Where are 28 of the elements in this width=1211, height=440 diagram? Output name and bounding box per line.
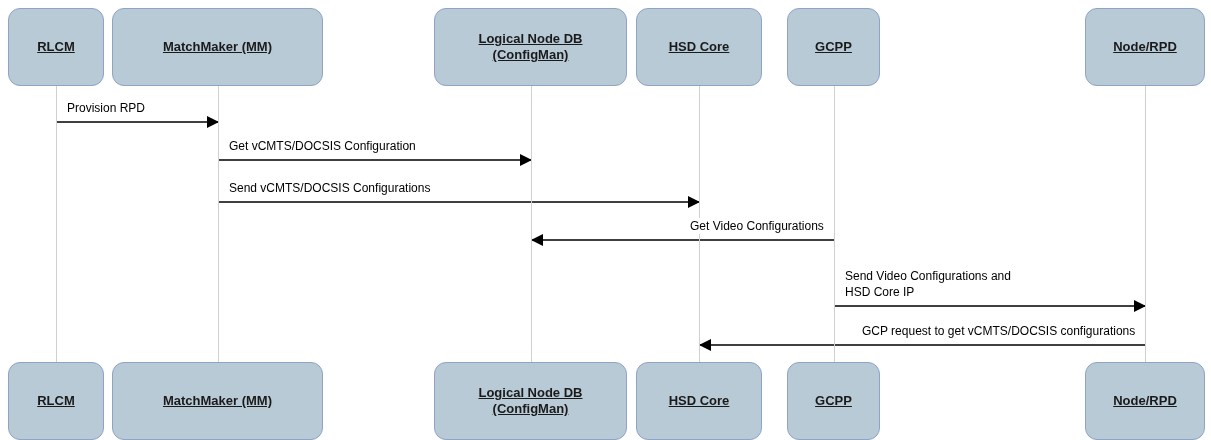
message-arrow: [530, 234, 836, 246]
message-label: Send vCMTS/DOCSIS Configurations: [228, 180, 432, 196]
message-arrow: [698, 339, 1147, 351]
participant-box: RLCM: [8, 362, 104, 440]
lifeline: [834, 86, 835, 362]
participant-box: GCPP: [787, 362, 880, 440]
lifeline: [56, 86, 57, 362]
message-label: GCP request to get vCMTS/DOCSIS configurations: [861, 323, 1137, 339]
message-arrow: [55, 116, 220, 128]
lifeline: [699, 86, 700, 362]
participant-box: Node/RPD: [1085, 362, 1205, 440]
participant-box: HSD Core: [636, 362, 762, 440]
message-arrow: [217, 196, 701, 208]
message-label: Get vCMTS/DOCSIS Configuration: [228, 138, 417, 154]
lifeline: [531, 86, 532, 362]
message-arrow: [833, 300, 1147, 312]
participant-box: RLCM: [8, 8, 104, 86]
message-label: Get Video Configurations: [689, 218, 825, 234]
participant-box: Logical Node DB (ConfigMan): [434, 8, 627, 86]
participant-box: Logical Node DB (ConfigMan): [434, 362, 627, 440]
participant-box: HSD Core: [636, 8, 762, 86]
message-arrow: [217, 154, 533, 166]
lifeline: [1145, 86, 1146, 362]
participant-box: MatchMaker (MM): [112, 362, 323, 440]
participant-box: Node/RPD: [1085, 8, 1205, 86]
participant-box: MatchMaker (MM): [112, 8, 323, 86]
lifeline: [218, 86, 219, 362]
participant-box: GCPP: [787, 8, 880, 86]
